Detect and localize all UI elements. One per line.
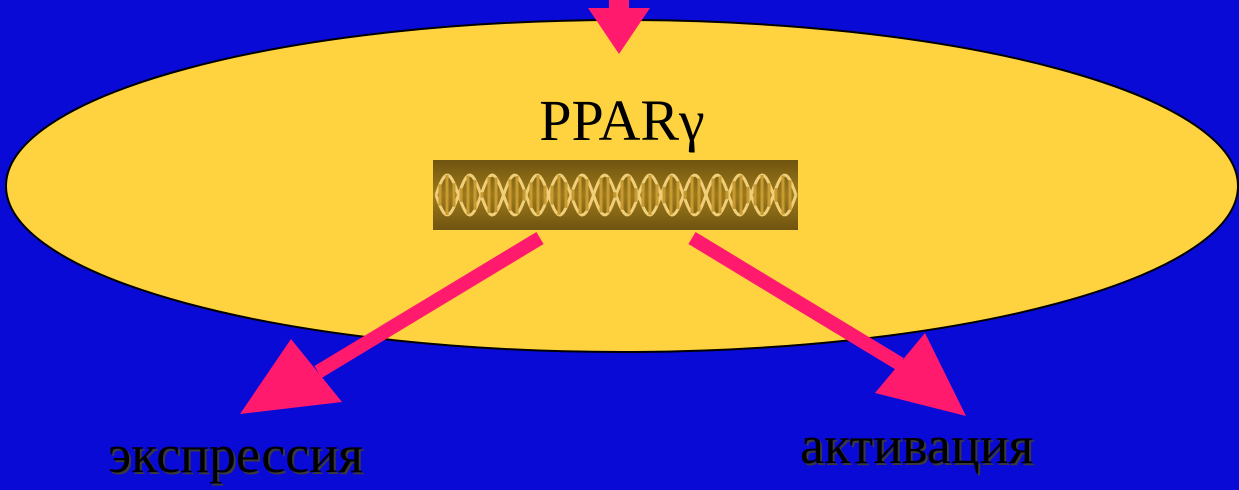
expression-label: экспрессия	[108, 424, 363, 484]
activation-label: активация	[800, 415, 1034, 475]
right-output-arrow	[688, 232, 966, 416]
dna-helix-icon	[433, 160, 798, 230]
left-output-arrow	[240, 232, 544, 414]
incoming-arrow	[588, 0, 650, 54]
nucleus-label: PPARγ	[539, 88, 705, 153]
